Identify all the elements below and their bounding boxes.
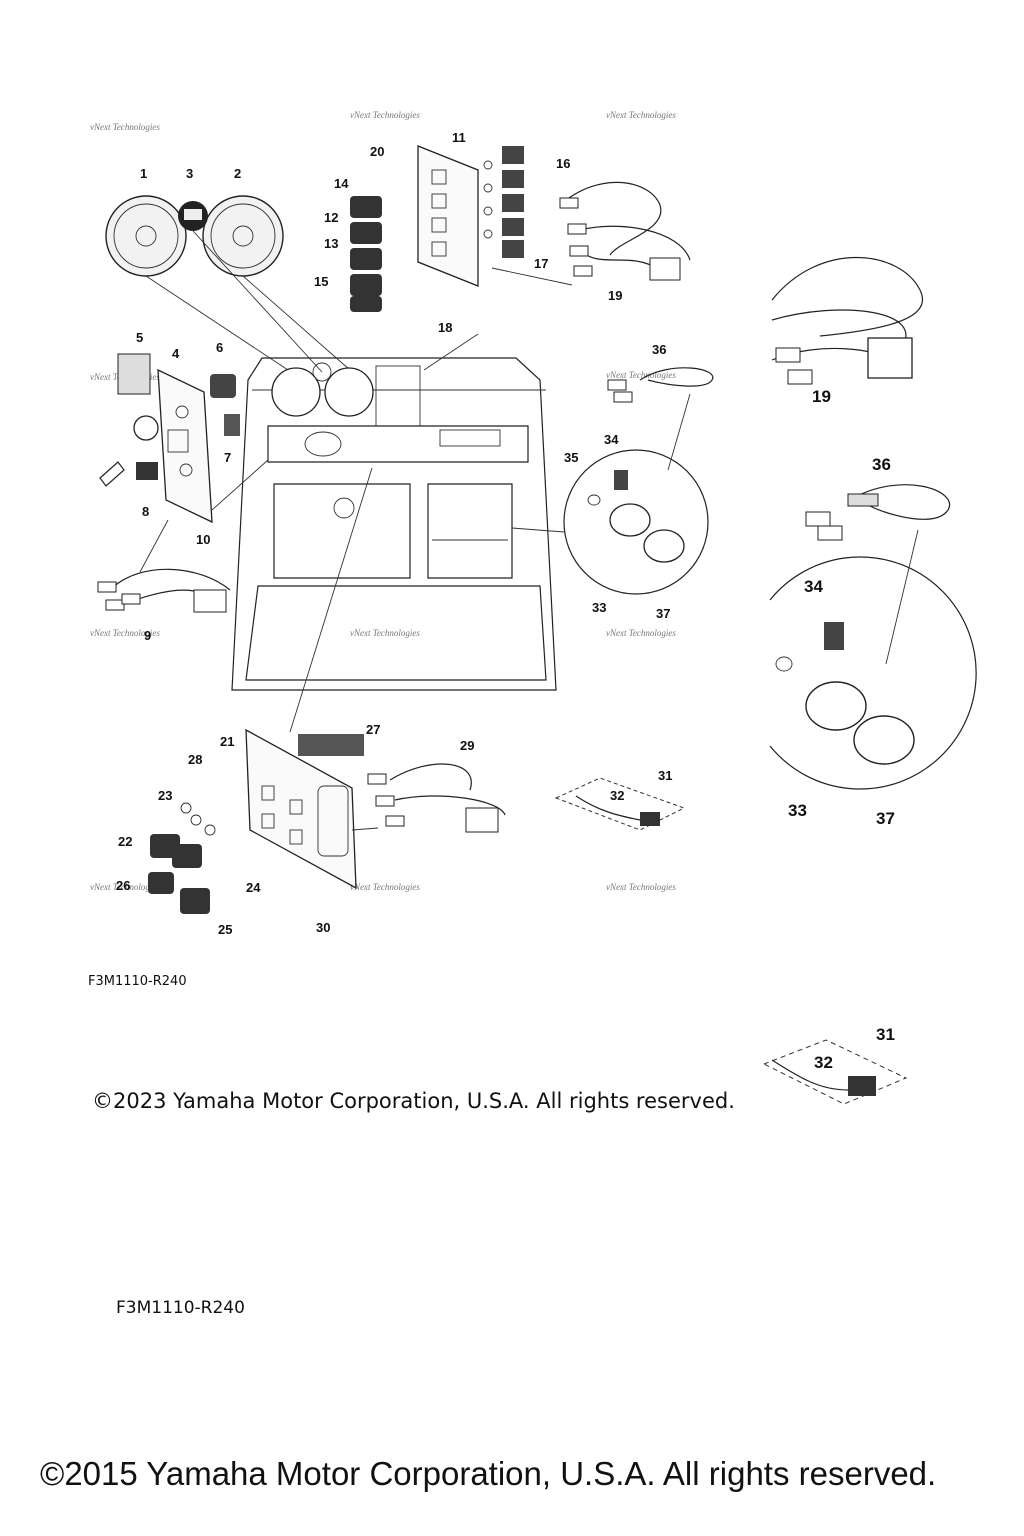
watermark: vNext Technologies	[350, 882, 420, 892]
wire-harness-19-enlarged	[771, 257, 923, 385]
callout-14: 14	[334, 176, 349, 191]
callout-37-large: 37	[876, 809, 895, 828]
callout-2: 2	[234, 166, 241, 181]
callout-30: 30	[316, 920, 330, 935]
callout-6: 6	[216, 340, 223, 355]
rocker-switch-stack	[350, 196, 382, 312]
callout-35: 35	[564, 450, 578, 465]
callout-34: 34	[604, 432, 619, 447]
callout-24: 24	[246, 880, 261, 895]
left-switch-panel-4	[99, 353, 269, 524]
watermark: vNext Technologies	[90, 628, 160, 638]
callout-5: 5	[136, 330, 143, 345]
callout-27: 27	[366, 722, 380, 737]
callout-34-large: 34	[804, 577, 823, 596]
wire-lead-31-enlarged	[762, 1039, 908, 1105]
gauge-1	[105, 195, 187, 277]
callout-31-large: 31	[876, 1025, 895, 1044]
wire-harness-9	[97, 519, 231, 613]
watermark: vNext Technologies	[606, 882, 676, 892]
callout-8: 8	[142, 504, 149, 519]
watermark: vNext Technologies	[606, 110, 676, 120]
callout-32-large: 32	[814, 1053, 833, 1072]
watermark: vNext Technologies	[350, 628, 420, 638]
console-body	[231, 333, 557, 691]
callout-25: 25	[218, 922, 232, 937]
callout-19-large: 19	[812, 387, 831, 406]
callout-31: 31	[658, 768, 672, 783]
wire-harness-29	[367, 763, 506, 833]
callout-22: 22	[118, 834, 132, 849]
watermark: vNext Technologies	[350, 110, 420, 120]
socket-detail-small	[511, 449, 709, 595]
callout-36-large: 36	[872, 455, 891, 474]
watermark: vNext Technologies	[606, 628, 676, 638]
lower-switch-panel-21	[148, 467, 379, 914]
callout-36: 36	[652, 342, 666, 357]
drawing-code-repeat: F3M1110-R240	[116, 1298, 245, 1318]
callout-12: 12	[324, 210, 338, 225]
watermark: vNext Technologies	[90, 122, 160, 132]
watermark: vNext Technologies	[606, 370, 676, 380]
drawing-code: F3M1110-R240	[88, 974, 187, 989]
digital-display-3	[178, 201, 208, 231]
wire-lead-31-small	[554, 777, 686, 831]
callout-21: 21	[220, 734, 234, 749]
callout-11: 11	[452, 130, 466, 145]
callout-1: 1	[140, 166, 147, 181]
callout-29: 29	[460, 738, 474, 753]
wire-harness-19	[559, 181, 691, 281]
callout-33: 33	[592, 600, 606, 615]
callout-17: 17	[534, 256, 548, 271]
callout-10: 10	[196, 532, 210, 547]
callout-13: 13	[324, 236, 338, 251]
switch-panel-11	[417, 145, 479, 287]
gauge-2	[202, 195, 284, 277]
callout-37: 37	[656, 606, 670, 621]
wire-harness-36-enlarged	[805, 484, 951, 665]
callout-26: 26	[116, 878, 130, 893]
callout-16: 16	[556, 156, 570, 171]
callout-23: 23	[158, 788, 172, 803]
socket-detail-enlarged	[769, 556, 977, 790]
callout-3: 3	[186, 166, 193, 181]
copyright-2015: ©2015 Yamaha Motor Corporation, U.S.A. A…	[40, 1455, 937, 1492]
callout-18: 18	[438, 320, 452, 335]
callout-group: 1 2 3 4 5 6 7 8 9 10 11 12 13 14 15 16 1…	[116, 130, 672, 937]
callout-33-large: 33	[788, 801, 807, 820]
watermark: vNext Technologies	[90, 882, 160, 892]
callout-15: 15	[314, 274, 328, 289]
wire-harness-36-small	[607, 367, 714, 471]
callout-32: 32	[610, 788, 624, 803]
enlarged-callout-group: 19 36 34 33 37 31 32	[788, 387, 895, 1072]
callout-19: 19	[608, 288, 622, 303]
relay-switches-16-17	[483, 146, 524, 258]
callout-20: 20	[370, 144, 384, 159]
callout-28: 28	[188, 752, 202, 767]
callout-9: 9	[144, 628, 151, 643]
copyright-2023: ©2023 Yamaha Motor Corporation, U.S.A. A…	[92, 1089, 735, 1113]
callout-7: 7	[224, 450, 231, 465]
callout-4: 4	[172, 346, 180, 361]
